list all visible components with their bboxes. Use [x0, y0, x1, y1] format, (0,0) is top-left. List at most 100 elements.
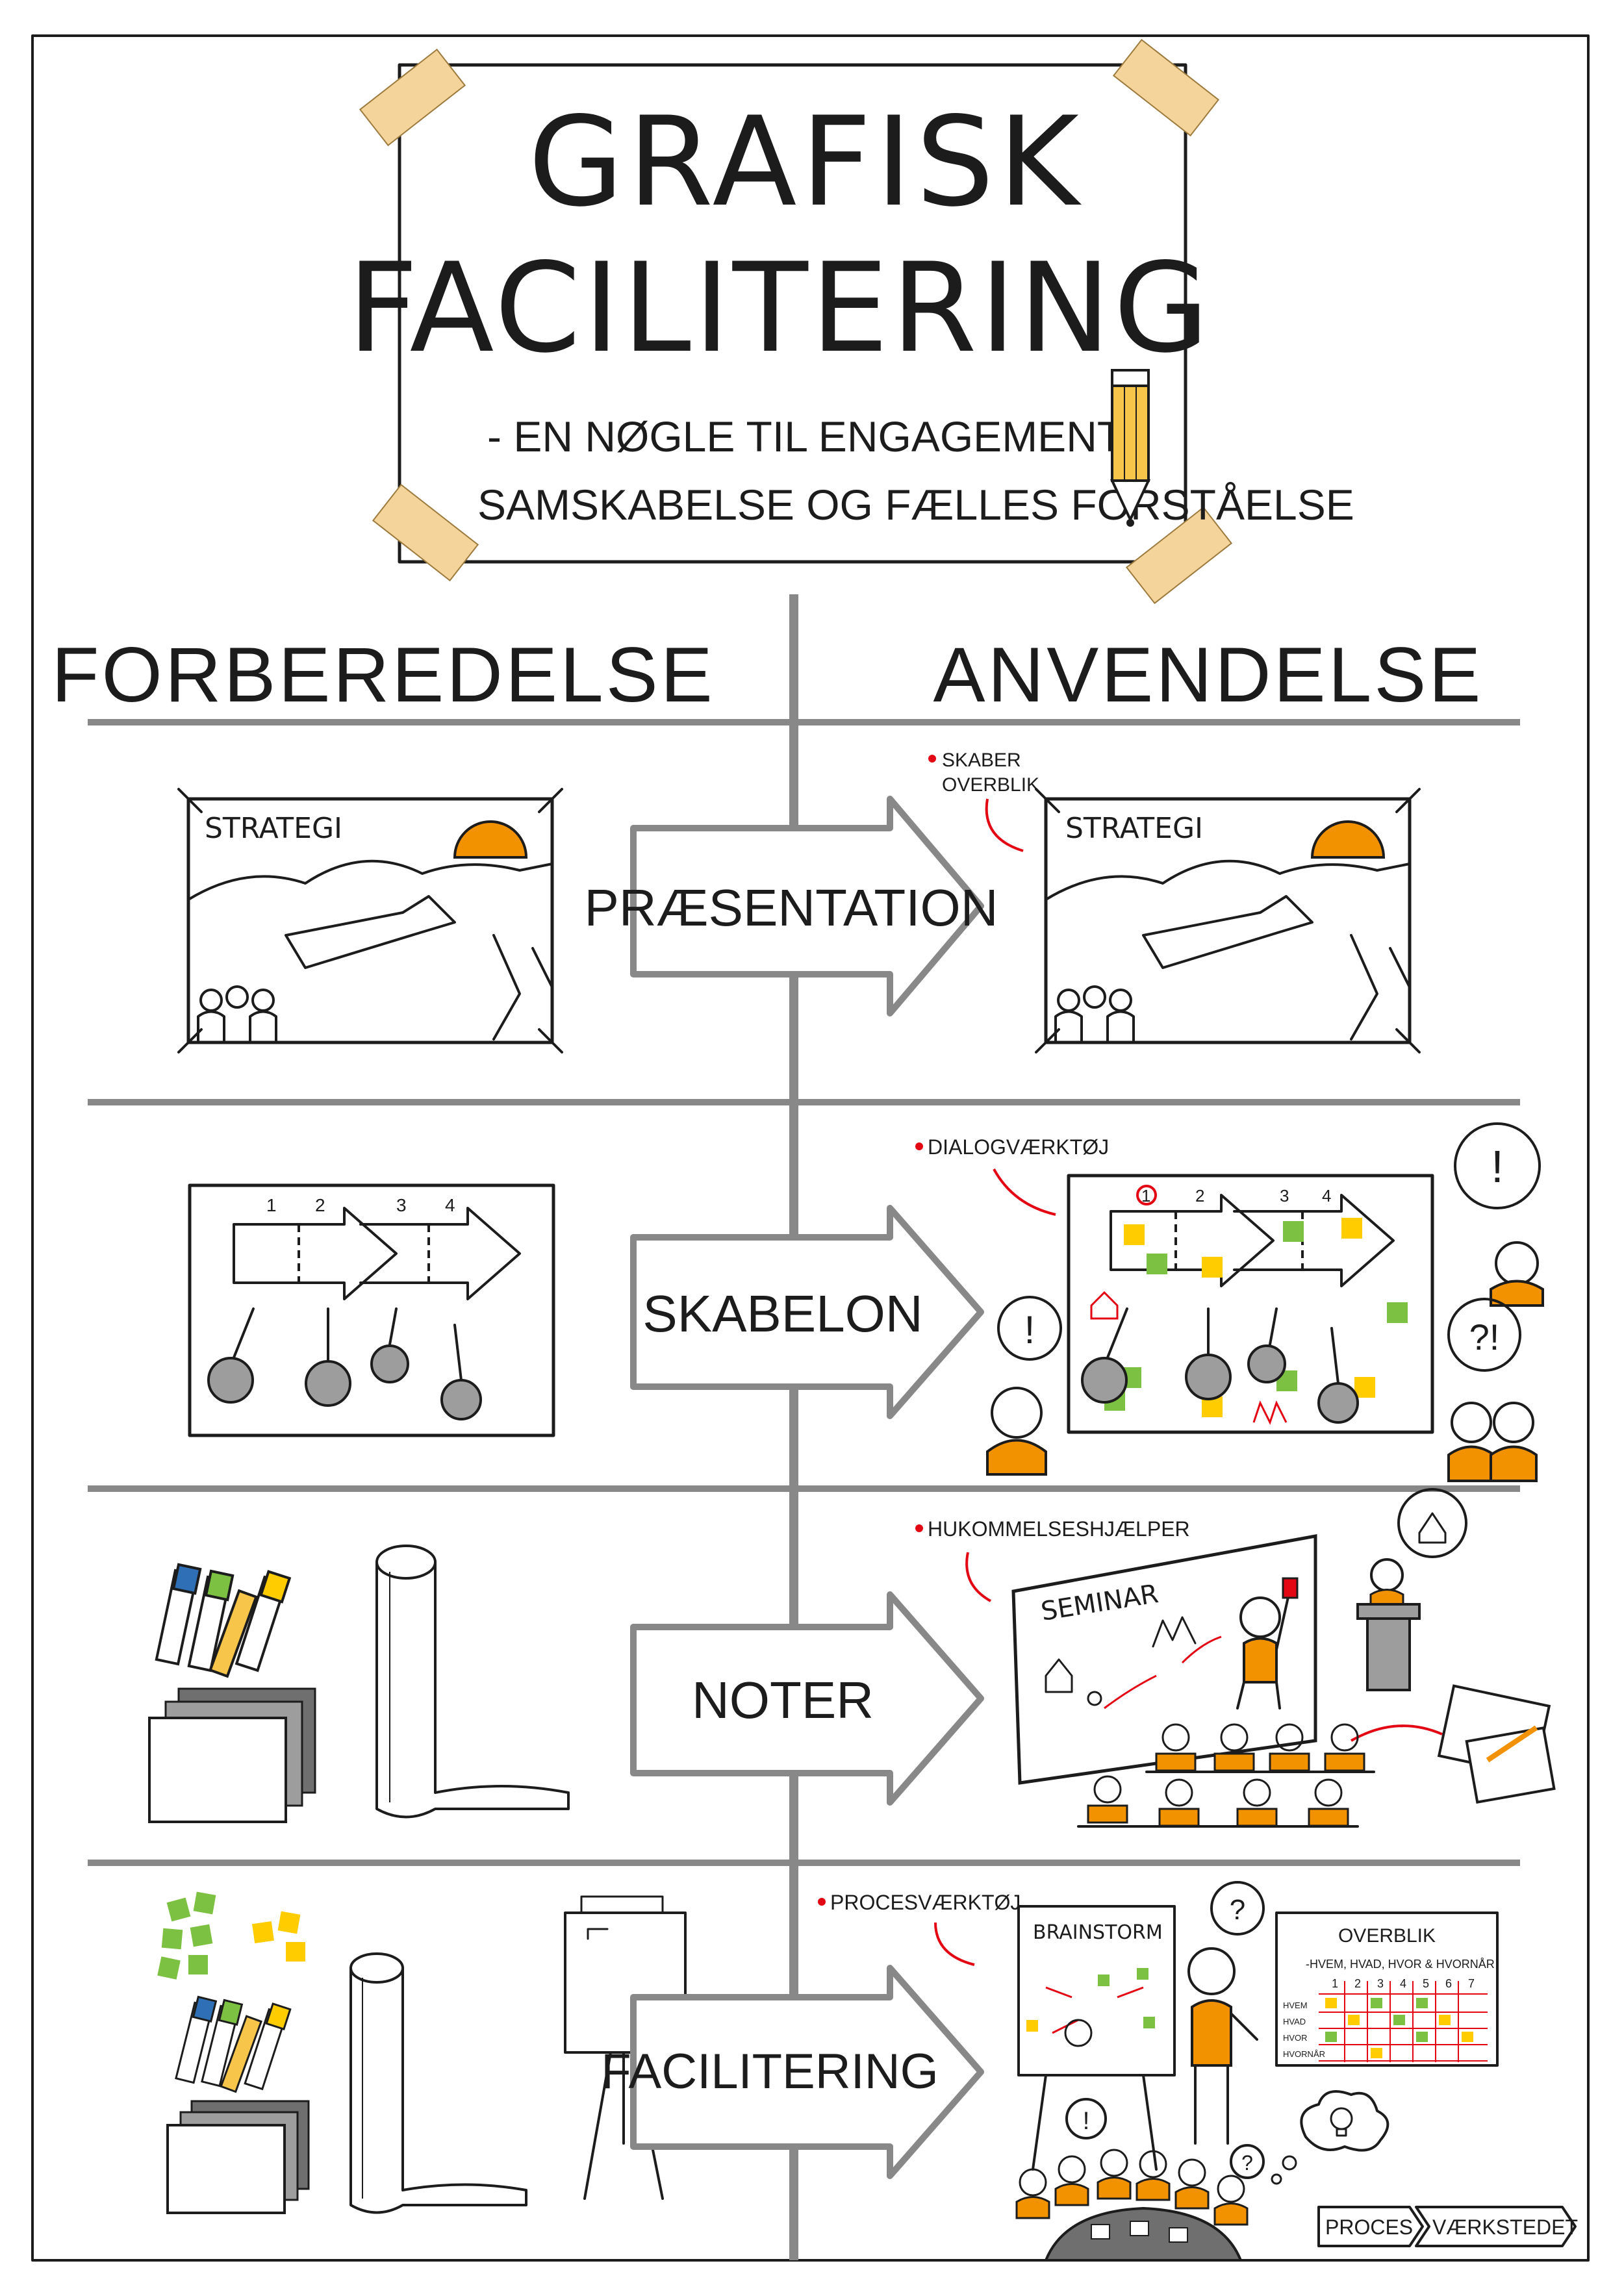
sticky-notes-icon: [157, 1891, 305, 1980]
lightbulb-cloud-icon: [1271, 2090, 1389, 2185]
notebook-writing-icon: [1351, 1684, 1556, 1804]
paper-roll-icon: [375, 1545, 570, 1819]
seminar-board: SEMINAR: [1011, 1534, 1317, 1785]
facilitator-bubble: ?: [1210, 1881, 1265, 1936]
overview-title: OVERBLIK: [1338, 1925, 1436, 1947]
template-right-step-1: 1: [1141, 1186, 1150, 1205]
template-card-right: 1 2 3 4: [1067, 1174, 1434, 1434]
arrow-facilitering: FACILITERING: [601, 1965, 984, 2179]
note-facilitering: PROCESVÆRKTØJ: [830, 1891, 1021, 1914]
team-table-icon: ! ?: [1015, 2098, 1265, 2262]
facilitator-person-icon: [1187, 1947, 1258, 2145]
note-presentation-line2: OVERBLIK: [942, 774, 1039, 796]
row-noter: NOTER HUKOMMELSESHJÆLPER SEMINAR: [148, 1488, 1556, 1828]
arrow-skabelon: SKABELON: [630, 1205, 984, 1419]
row-presentation: STRATEGI PRÆSENTATION SKABER OVERBLIK: [177, 750, 1421, 1053]
person-group-icon: [1447, 1402, 1538, 1482]
note-dot: [915, 1524, 923, 1532]
arrow-skabelon-label: SKABELON: [642, 1285, 922, 1343]
overview-col-1: 1: [1332, 1977, 1338, 1990]
logo-part2: VÆRKSTEDET: [1432, 2215, 1578, 2239]
title-line1: GRAFISK: [528, 90, 1083, 234]
paper-roll-icon: [349, 1952, 527, 2214]
note-skabelon: DIALOGVÆRKTØJ: [928, 1135, 1109, 1159]
template-step-2: 2: [315, 1195, 325, 1215]
procesvaerkstedet-logo: PROCES VÆRKSTEDET: [1317, 2206, 1578, 2247]
note-arrow: [993, 1168, 1056, 1216]
note-noter: HUKOMMELSESHJÆLPER: [928, 1517, 1190, 1541]
overview-row-3: HVOR: [1283, 2033, 1308, 2043]
title-line2: FACILITERING: [348, 236, 1212, 380]
tape-bottom-left: [372, 483, 479, 582]
strategy-card-left-title: STRATEGI: [205, 812, 342, 845]
overview-col-3: 3: [1377, 1977, 1384, 1990]
overview-row-4: HVORNÅR: [1283, 2049, 1325, 2059]
logo-part1: PROCES: [1325, 2215, 1413, 2239]
speech-bubble-right-top: !: [1454, 1122, 1541, 1209]
arrow-presentation-label: PRÆSENTATION: [584, 879, 998, 937]
overview-col-2: 2: [1354, 1977, 1361, 1990]
row-skabelon: 1 2 3 4 SKABELON DIALOGVÆRKTØJ 1: [188, 1122, 1544, 1482]
bubble-mark-3: ?!: [1469, 1317, 1500, 1357]
template-step-3: 3: [396, 1195, 407, 1215]
poster-frame: [31, 34, 1590, 2262]
arrow-noter-label: NOTER: [692, 1671, 874, 1729]
template-right-step-2: 2: [1195, 1186, 1204, 1205]
template-step-4: 4: [445, 1195, 455, 1215]
paper-stack-icon: [166, 2100, 310, 2214]
person-icon: [1490, 1241, 1544, 1307]
note-dot: [915, 1142, 923, 1150]
tape-bottom-right: [1125, 506, 1233, 605]
speech-bubble-right-bottom: ?!: [1447, 1298, 1521, 1372]
brainstorm-board-title: BRAINSTORM: [1033, 1921, 1163, 1944]
overview-board: OVERBLIK -HVEM, HVAD, HVOR & HVORNÅR 1 2…: [1275, 1911, 1499, 2067]
bubble-mark-1: !: [1024, 1308, 1035, 1352]
bubble-mark-2: !: [1491, 1141, 1503, 1192]
arrow-noter: NOTER: [630, 1591, 984, 1806]
audience-icon: [1077, 1723, 1375, 1828]
brainstorm-board: BRAINSTORM: [1017, 1905, 1176, 2171]
note-arrow: [985, 798, 1024, 852]
subtitle-line2: SAMSKABELSE OG FÆLLES FORSTÅELSE: [477, 481, 1354, 529]
overview-col-4: 4: [1400, 1977, 1406, 1990]
template-step-1: 1: [266, 1195, 277, 1215]
overview-col-5: 5: [1423, 1977, 1429, 1990]
column-header-right: ANVENDELSE: [933, 631, 1484, 718]
person-icon: [986, 1387, 1047, 1476]
paper-stack-icon: [148, 1687, 316, 1823]
template-right-step-3: 3: [1280, 1186, 1289, 1205]
overview-col-6: 6: [1445, 1977, 1452, 1990]
speaker-bubble: [1397, 1488, 1467, 1558]
title-box: GRAFISK FACILITERING - EN NØGLE TIL ENGA…: [348, 38, 1354, 605]
markers-icon: [155, 1563, 292, 1678]
note-dot: [818, 1898, 826, 1906]
strategy-card-left: STRATEGI: [177, 788, 563, 1053]
note-presentation-line1: SKABER: [942, 750, 1021, 771]
speech-bubble-left: !: [997, 1296, 1062, 1361]
strategy-card-right-title: STRATEGI: [1065, 812, 1203, 845]
bubble-mark-4: ?: [1230, 1894, 1245, 1926]
bubble-mark-5: !: [1083, 2108, 1090, 2135]
row-facilitering: FACILITERING PROCESVÆRKTØJ BRAINSTORM ?: [157, 1881, 1578, 2262]
presenter-person-icon: [1236, 1577, 1299, 1709]
tape-top-left: [359, 48, 466, 147]
overview-subtitle: -HVEM, HVAD, HVOR & HVORNÅR: [1306, 1958, 1495, 1971]
arrow-facilitering-label: FACILITERING: [601, 2044, 938, 2099]
column-header-left: FORBEREDELSE: [51, 631, 715, 718]
bubble-mark-6: ?: [1241, 2151, 1253, 2175]
tape-top-right: [1112, 38, 1220, 137]
markers-icon: [175, 1995, 292, 2093]
template-right-step-4: 4: [1322, 1186, 1331, 1205]
overview-row-1: HVEM: [1283, 2000, 1308, 2010]
arrow-presentation: PRÆSENTATION: [584, 796, 998, 1016]
strategy-card-right: STRATEGI: [1035, 788, 1421, 1053]
template-card-left: 1 2 3 4: [188, 1183, 555, 1437]
overview-row-2: HVAD: [1283, 2017, 1306, 2026]
note-dot: [928, 755, 936, 763]
lectern-icon: [1356, 1558, 1421, 1691]
overview-col-7: 7: [1468, 1977, 1475, 1990]
subtitle-line1: - EN NØGLE TIL ENGAGEMENT,: [487, 412, 1130, 460]
pencil-icon: [1110, 369, 1151, 527]
note-arrow: [934, 1922, 975, 1966]
